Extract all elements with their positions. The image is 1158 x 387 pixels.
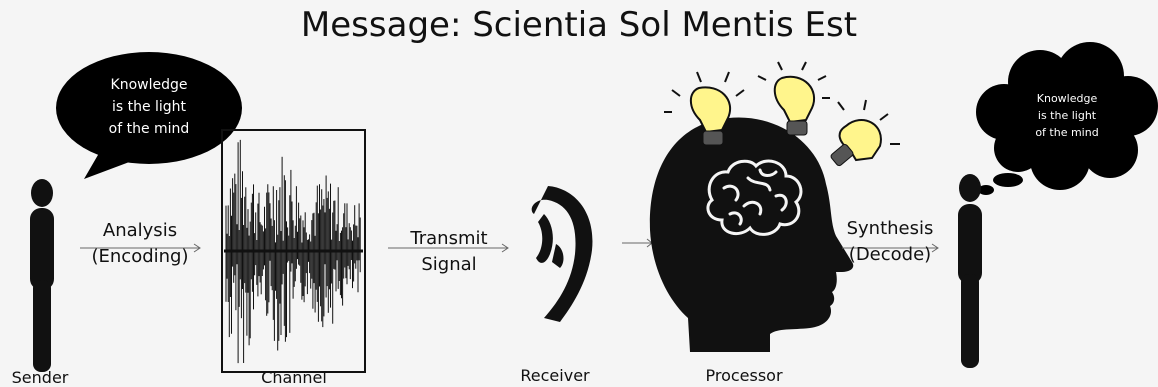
- analysis-label: Analysis (Encoding): [70, 218, 210, 270]
- speech-line: is the light: [111, 99, 187, 115]
- channel-waveform: [224, 139, 363, 364]
- thought-line: is the light: [1037, 109, 1097, 122]
- thought-bubble: [976, 42, 1158, 195]
- channel-box: [221, 129, 366, 373]
- analysis-label-line: Analysis: [102, 220, 178, 241]
- transmit-label-line: Transmit: [410, 228, 488, 249]
- analysis-label-line: (Encoding): [91, 246, 189, 267]
- sender-figure: [30, 179, 54, 372]
- receiver-arrow: [622, 238, 653, 248]
- thought-bubble-text: Knowledge is the light of the mind: [1012, 90, 1122, 141]
- receiver-figure: [958, 174, 982, 368]
- transmit-label: Transmit Signal: [384, 226, 514, 278]
- channel-caption: Channel: [261, 368, 327, 387]
- synthesis-label-line: (Decode): [848, 244, 932, 265]
- head-icon: [649, 117, 854, 352]
- ear-icon: [531, 186, 593, 322]
- speech-bubble: [56, 52, 242, 179]
- speech-bubble-text: Knowledge is the light of the mind: [56, 74, 242, 140]
- speech-line: of the mind: [108, 121, 190, 137]
- lightbulb-icon-1: [664, 71, 745, 146]
- synthesis-arrow: [842, 243, 939, 253]
- brain-icon: [706, 159, 803, 236]
- transmit-label-line: Signal: [421, 254, 477, 275]
- speech-line: Knowledge: [110, 77, 188, 93]
- processor-caption: Processor: [705, 366, 783, 385]
- synthesis-label-line: Synthesis: [846, 218, 934, 239]
- lightbulb-icon-3: [830, 99, 900, 167]
- sender-caption: Sender: [11, 368, 69, 387]
- thought-line: of the mind: [1035, 126, 1099, 139]
- transmit-arrow: [388, 243, 509, 253]
- page-title: Message: Scientia Sol Mentis Est: [300, 5, 858, 45]
- receiver-caption: Receiver: [520, 366, 590, 385]
- thought-line: Knowledge: [1036, 92, 1098, 105]
- analysis-arrow: [80, 243, 201, 253]
- lightbulb-icon-2: [757, 61, 830, 136]
- synthesis-label: Synthesis (Decode): [836, 216, 944, 268]
